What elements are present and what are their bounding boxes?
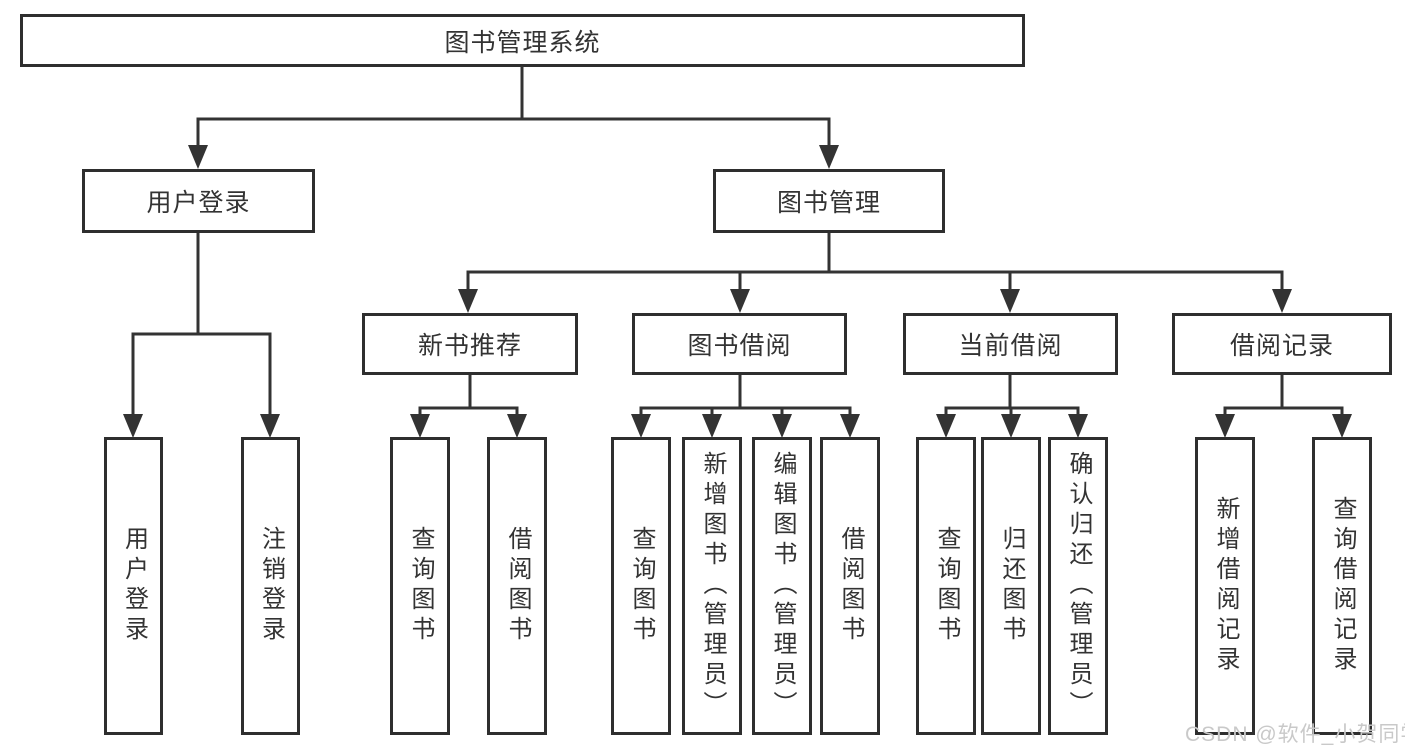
node-recommend-borrow-book-label: 借阅图书 bbox=[504, 526, 531, 646]
node-book-borrow: 图书借阅 bbox=[632, 313, 847, 375]
node-recommend-borrow-book: 借阅图书 bbox=[487, 437, 547, 735]
node-current-borrow: 当前借阅 bbox=[903, 313, 1118, 375]
node-borrow-book-action-label: 借阅图书 bbox=[837, 526, 864, 646]
node-recommend-query-book-label: 查询图书 bbox=[407, 526, 434, 646]
node-new-book-recommend-label: 新书推荐 bbox=[417, 332, 522, 360]
node-borrow-records-label: 借阅记录 bbox=[1229, 332, 1334, 360]
node-book-borrow-label: 图书借阅 bbox=[687, 332, 792, 360]
node-confirm-return-admin-label: 确认归还（管理员） bbox=[1065, 451, 1092, 721]
node-borrow-query-book-label: 查询图书 bbox=[628, 526, 655, 646]
node-current-query-book-label: 查询图书 bbox=[933, 526, 960, 646]
node-edit-book-admin: 编辑图书（管理员） bbox=[752, 437, 812, 735]
node-query-borrow-record-label: 查询借阅记录 bbox=[1329, 496, 1356, 676]
node-return-book-label: 归还图书 bbox=[998, 526, 1025, 646]
node-book-management-label: 图书管理 bbox=[776, 189, 881, 217]
node-current-query-book: 查询图书 bbox=[916, 437, 976, 735]
node-user-login-label: 用户登录 bbox=[146, 189, 251, 217]
node-add-book-admin: 新增图书（管理员） bbox=[682, 437, 742, 735]
node-borrow-query-book: 查询图书 bbox=[611, 437, 671, 735]
node-add-book-admin-label: 新增图书（管理员） bbox=[699, 451, 726, 721]
node-borrow-book-action: 借阅图书 bbox=[820, 437, 880, 735]
node-confirm-return-admin: 确认归还（管理员） bbox=[1048, 437, 1108, 735]
node-add-borrow-record: 新增借阅记录 bbox=[1195, 437, 1255, 735]
node-user-login-action-label: 用户登录 bbox=[120, 526, 148, 646]
node-add-borrow-record-label: 新增借阅记录 bbox=[1212, 496, 1239, 676]
node-logout-action-label: 注销登录 bbox=[257, 526, 285, 646]
node-library-system-label: 图书管理系统 bbox=[444, 28, 601, 57]
node-borrow-records: 借阅记录 bbox=[1172, 313, 1392, 375]
node-recommend-query-book: 查询图书 bbox=[390, 437, 450, 735]
node-library-system: 图书管理系统 bbox=[20, 14, 1025, 67]
node-query-borrow-record: 查询借阅记录 bbox=[1312, 437, 1372, 735]
csdn-watermark: CSDN @软件_小贺同学 bbox=[1185, 723, 1405, 746]
node-book-management: 图书管理 bbox=[713, 169, 945, 233]
node-current-borrow-label: 当前借阅 bbox=[958, 332, 1063, 360]
node-user-login-action: 用户登录 bbox=[104, 437, 163, 735]
node-user-login: 用户登录 bbox=[82, 169, 315, 233]
node-new-book-recommend: 新书推荐 bbox=[362, 313, 578, 375]
node-return-book: 归还图书 bbox=[981, 437, 1041, 735]
node-logout-action: 注销登录 bbox=[241, 437, 300, 735]
node-edit-book-admin-label: 编辑图书（管理员） bbox=[769, 451, 796, 721]
